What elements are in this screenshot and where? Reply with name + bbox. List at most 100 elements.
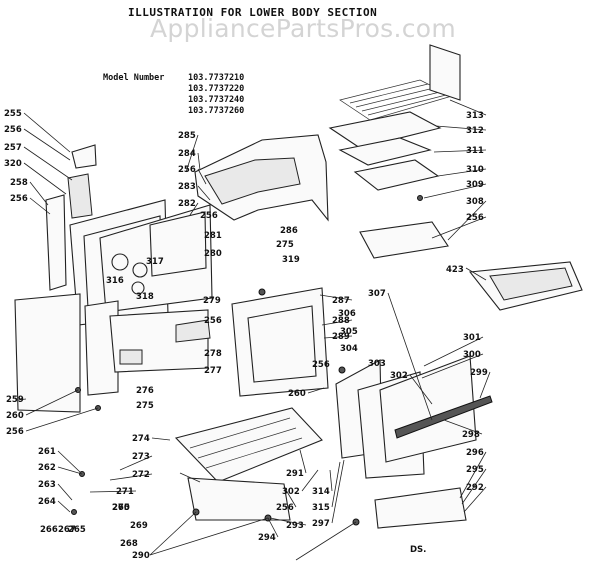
part-number-label: 299 xyxy=(470,368,488,378)
leader-line xyxy=(29,197,51,215)
part-number-label: 263 xyxy=(38,480,56,490)
model-number-2: 103.7737220 xyxy=(188,84,245,94)
door-handle-part xyxy=(394,395,493,439)
part-number-label: 271 xyxy=(116,487,134,497)
part-number-label: 282 xyxy=(178,199,196,209)
leader-line xyxy=(319,294,353,301)
part-number-label: 270 xyxy=(112,503,130,513)
leader-line xyxy=(57,450,81,473)
leader-line xyxy=(197,168,207,185)
leader-line xyxy=(23,112,71,153)
part-number-label: 283 xyxy=(178,182,196,192)
leader-line xyxy=(461,468,487,505)
part-number-label: 289 xyxy=(332,332,350,342)
leader-line xyxy=(423,336,484,367)
part-number-label: 285 xyxy=(178,131,196,141)
footer-code: DS. xyxy=(410,545,426,555)
insulation-part xyxy=(67,173,93,219)
part-number-label: 256 xyxy=(4,125,22,135)
model-number-1: 103.7737210 xyxy=(188,73,245,83)
model-number-4: 103.7737260 xyxy=(188,106,245,116)
part-number-label: 256 xyxy=(6,427,24,437)
part-number-label: 292 xyxy=(466,483,484,493)
oven-bottom-part xyxy=(328,111,442,149)
leader-line xyxy=(267,517,279,538)
leader-line xyxy=(29,181,49,206)
kick-panel-part xyxy=(374,487,467,529)
part-number-label: 256 xyxy=(466,213,484,223)
leader-line xyxy=(189,202,199,216)
part-number-label: 301 xyxy=(463,333,481,343)
part-number-label: 262 xyxy=(38,463,56,473)
part-number-label: 294 xyxy=(258,533,276,543)
leader-line xyxy=(431,216,487,239)
part-number-label: 255 xyxy=(4,109,22,119)
leader-line xyxy=(149,511,197,556)
part-number-label: 256 xyxy=(200,211,218,221)
part-number-label: 256 xyxy=(204,316,222,326)
leader-line xyxy=(447,200,487,241)
leader-line xyxy=(443,419,483,435)
part-number-label: 316 xyxy=(106,276,124,286)
screw-part xyxy=(71,509,77,515)
model-number-3: 103.7737240 xyxy=(188,95,245,105)
bracket-part xyxy=(71,144,97,169)
leader-line xyxy=(17,398,27,401)
part-number-label: 423 xyxy=(446,265,464,275)
part-number-label: 265 xyxy=(68,525,86,535)
model-number-label: Model Number xyxy=(103,73,165,83)
part-number-label: 266 xyxy=(40,525,58,535)
part-number-label: 300 xyxy=(463,350,481,360)
part-number-label: 284 xyxy=(178,149,196,159)
leader-line xyxy=(295,521,357,561)
leader-line xyxy=(299,449,307,474)
part-number-label: 297 xyxy=(312,519,330,529)
part-number-label: 290 xyxy=(132,551,150,561)
leader-line xyxy=(57,500,71,513)
knob-part xyxy=(131,281,145,295)
part-number-label: 319 xyxy=(282,255,300,265)
part-number-label: 264 xyxy=(38,497,56,507)
leader-line xyxy=(433,149,487,153)
part-number-label: 277 xyxy=(204,366,222,376)
part-number-label: 281 xyxy=(204,231,222,241)
part-number-label: 310 xyxy=(466,165,484,175)
leader-line xyxy=(323,335,353,339)
leader-line xyxy=(463,486,487,513)
broiler-pan-inner xyxy=(489,267,573,301)
part-number-label: 274 xyxy=(132,434,150,444)
part-number-label: 318 xyxy=(136,292,154,302)
part-number-label: 261 xyxy=(38,447,56,457)
leader-line xyxy=(409,374,433,405)
part-number-label: 295 xyxy=(466,465,484,475)
leader-line xyxy=(449,99,487,116)
leader-line xyxy=(179,472,201,483)
part-number-label: 269 xyxy=(130,521,148,531)
part-number-label: 306 xyxy=(338,309,356,319)
part-number-label: 275 xyxy=(276,240,294,250)
part-number-label: 315 xyxy=(312,503,330,513)
part-number-label: 293 xyxy=(286,521,304,531)
part-number-label: 320 xyxy=(4,159,22,169)
part-number-label: 260 xyxy=(6,411,24,421)
leader-line xyxy=(149,517,269,556)
leader-line xyxy=(435,125,487,131)
leader-line xyxy=(23,128,71,161)
access-panel-part xyxy=(149,211,207,277)
heat-shield-part xyxy=(359,221,449,259)
diagram-title: ILLUSTRATION FOR LOWER BODY SECTION xyxy=(128,6,378,19)
part-number-label: 291 xyxy=(286,469,304,479)
part-number-label: 287 xyxy=(332,296,350,306)
screw-part xyxy=(417,195,423,201)
part-number-label: 302 xyxy=(390,371,408,381)
part-number-label: 314 xyxy=(312,487,330,497)
part-number-label: 279 xyxy=(203,296,221,306)
burner-box-part xyxy=(174,407,323,483)
part-number-label: 275 xyxy=(136,401,154,411)
side-frame-part xyxy=(84,300,119,396)
part-number-label: 288 xyxy=(332,316,350,326)
leader-line xyxy=(479,371,491,399)
part-number-label: 308 xyxy=(466,197,484,207)
